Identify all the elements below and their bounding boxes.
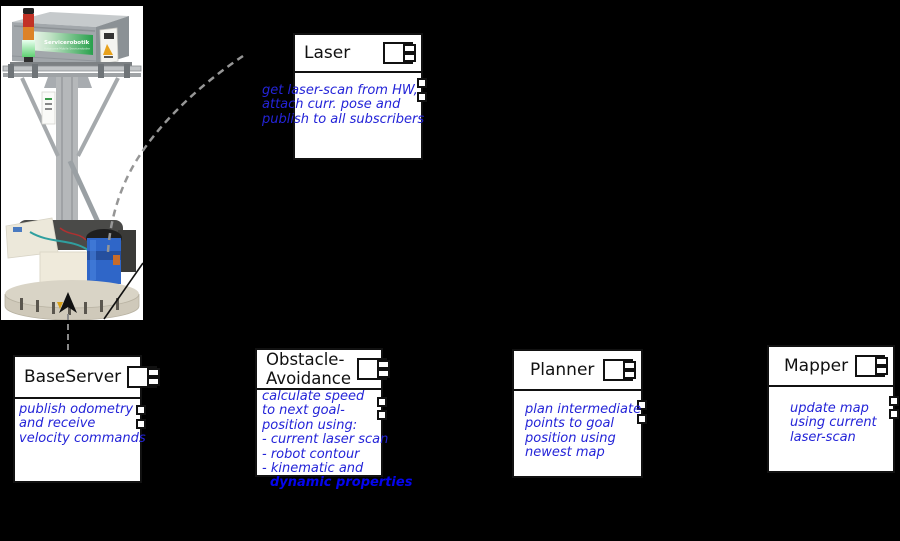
planner-title-bar: Planner: [514, 351, 641, 391]
planner-port-2: [637, 414, 647, 424]
annotation-line: [103, 262, 144, 320]
laser-title: Laser: [304, 42, 351, 63]
desc-line: - robot contour: [262, 446, 360, 462]
component-icon: [383, 42, 416, 64]
mounting-plate: [2, 62, 142, 78]
desc-line: velocity commands: [19, 430, 146, 446]
desc-line-overflow: dynamic properties: [270, 475, 413, 491]
robot-mast: [20, 77, 120, 246]
component-icon: [855, 355, 888, 377]
mapper-port-2: [889, 409, 899, 419]
desc-line: update map: [790, 401, 869, 416]
desc-line: attach curr. pose and: [262, 97, 401, 113]
laser-title-bar: Laser: [295, 35, 421, 73]
component-icon: [357, 358, 391, 380]
obstacle-port-2: [377, 410, 387, 420]
baseserver-port-2: [136, 419, 146, 429]
baseserver-title: BaseServer: [24, 366, 122, 387]
desc-line: to next goal-: [262, 403, 345, 419]
mapper-port-1: [889, 396, 899, 406]
baseserver-component: BaseServer publish odometry and receive …: [13, 355, 161, 483]
mapper-description: update map using current laser-scan: [790, 401, 877, 445]
crate-sticker: [99, 27, 119, 65]
tower-red-light: [23, 14, 34, 27]
mapper-title: Mapper: [784, 355, 849, 376]
desc-line: - kinematic and: [262, 461, 364, 477]
obstacle-port-1: [377, 397, 387, 407]
laser-description: get laser-scan from HW, attach curr. pos…: [262, 83, 425, 127]
desc-line: newest map: [525, 445, 605, 461]
obstacle-avoidance-component: Obstacle- Avoidance calculate speed to n…: [255, 348, 412, 490]
planner-description: plan intermediate points to goal positio…: [525, 402, 642, 461]
obstacle-description: calculate speed to next goal- position u…: [262, 389, 413, 491]
dependency-arrowhead: [59, 292, 77, 313]
tower-orange-light: [23, 27, 34, 40]
desc-line: and receive: [19, 416, 96, 432]
robot-photo: Servicerobotik Autonome Mobile Servicero…: [1, 6, 144, 320]
component-icon: [603, 359, 636, 381]
desc-line: publish odometry: [19, 402, 134, 417]
desc-line: - current laser scan: [262, 432, 389, 448]
component-icon: [127, 366, 161, 388]
obstacle-title: Obstacle- Avoidance: [266, 350, 352, 388]
desc-line: plan intermediate: [525, 402, 642, 417]
planner-port-1: [637, 400, 647, 410]
obstacle-title-bar: Obstacle- Avoidance: [257, 350, 391, 390]
crate-sublabel-text: Autonome Mobile Serviceroboter: [44, 47, 91, 51]
desc-line: position using: [525, 430, 616, 446]
tower-green-light: [22, 40, 35, 57]
mapper-title-bar: Mapper: [769, 347, 893, 387]
laser-port-1: [417, 78, 427, 88]
laser-component: Laser get laser-scan from HW, attach cur…: [262, 33, 427, 160]
baseserver-description: publish odometry and receive velocity co…: [19, 402, 146, 446]
mapper-component: Mapper update map using current laser-sc…: [767, 345, 899, 473]
baseserver-title-bar: BaseServer: [15, 357, 161, 399]
planner-title: Planner: [530, 359, 595, 380]
hazard-triangle: [57, 302, 63, 309]
crate-label-text: Servicerobotik: [44, 40, 90, 46]
desc-line: position using:: [262, 417, 358, 433]
desc-line: points to goal: [525, 416, 615, 432]
desc-line: calculate speed: [262, 389, 365, 404]
desc-line: using current: [790, 415, 877, 431]
desc-line: get laser-scan from HW,: [262, 83, 418, 98]
crate-green-label: [28, 31, 93, 55]
desc-line: laser-scan: [790, 429, 856, 445]
planner-component: Planner plan intermediate points to goal…: [512, 349, 647, 478]
desc-line: publish to all subscribers: [262, 111, 425, 127]
laser-port-2: [417, 92, 427, 102]
baseserver-port-1: [136, 405, 146, 415]
